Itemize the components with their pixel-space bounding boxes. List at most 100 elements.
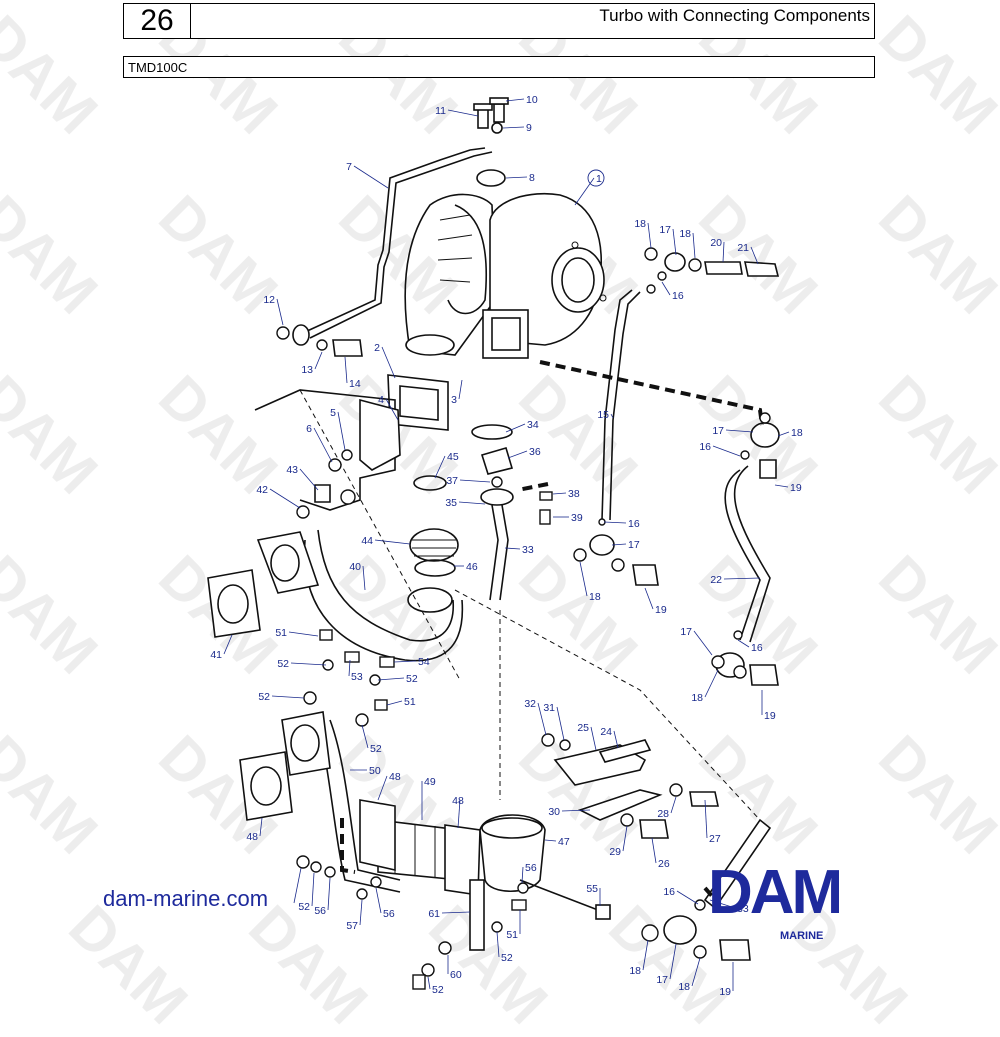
callout-leader-line: [507, 450, 528, 459]
callout-label-39: 39: [571, 512, 583, 524]
callout-label-17: 17: [680, 626, 692, 638]
callout-leader-line: [672, 228, 677, 256]
callout-leader-line: [290, 662, 327, 666]
callout-leader-line: [670, 796, 677, 814]
callout-label-56: 56: [314, 905, 326, 917]
callout-leader-line: [496, 931, 500, 958]
callout-label-2: 2: [374, 342, 380, 354]
callout-leader-line: [676, 890, 699, 905]
callout-label-5: 5: [330, 407, 336, 419]
callout-label-48: 48: [452, 795, 464, 807]
callout-label-18: 18: [634, 218, 646, 230]
callout-label-38: 38: [568, 488, 580, 500]
callout-label-52: 52: [258, 691, 270, 703]
callout-label-22: 22: [710, 574, 722, 586]
callout-leader-line: [590, 726, 597, 751]
callout-leader-line: [504, 547, 521, 550]
callout-leader-line: [704, 669, 719, 698]
callout-label-56: 56: [525, 862, 537, 874]
callout-leader-line: [381, 346, 396, 379]
callout-leader-line: [669, 943, 677, 980]
callout-leader-line: [288, 631, 319, 637]
callout-label-16: 16: [699, 441, 711, 453]
page-number: 26: [124, 4, 191, 38]
callout-label-13: 13: [301, 364, 313, 376]
callout-label-18: 18: [629, 965, 641, 977]
callout-label-57: 57: [346, 920, 358, 932]
callout-label-18: 18: [691, 692, 703, 704]
callout-leader-line: [337, 411, 346, 451]
callout-label-40: 40: [349, 561, 361, 573]
callout-label-35: 35: [445, 497, 457, 509]
callout-label-6: 6: [306, 423, 312, 435]
callout-label-44: 44: [361, 535, 373, 547]
callout-leader-line: [610, 413, 614, 419]
callout-label-46: 46: [466, 561, 478, 573]
callout-leader-line: [692, 232, 696, 259]
callout-label-49: 49: [424, 776, 436, 788]
callout-label-20: 20: [710, 237, 722, 249]
callout-label-16: 16: [751, 642, 763, 654]
callout-leader-line: [693, 630, 713, 656]
exhaust-elbow-40: [317, 529, 455, 642]
callout-label-16: 16: [628, 518, 640, 530]
callout-label-52: 52: [298, 901, 310, 913]
callout-label-15: 15: [597, 409, 609, 421]
callout-label-8: 8: [529, 172, 535, 184]
callout-label-48: 48: [389, 771, 401, 783]
callout-label-9: 9: [526, 122, 532, 134]
callout-label-21: 21: [737, 242, 749, 254]
callout-leader-line: [458, 501, 486, 505]
callout-leader-line: [386, 700, 403, 706]
callout-label-51: 51: [404, 696, 416, 708]
callout-leader-line: [385, 398, 399, 421]
callout-label-32: 32: [524, 698, 536, 710]
callout-label-28: 28: [657, 808, 669, 820]
callout-label-41: 41: [210, 649, 222, 661]
website-link[interactable]: dam-marine.com: [103, 886, 269, 911]
header-box: 26 Turbo with Connecting Components: [123, 3, 875, 39]
callout-label-16: 16: [672, 290, 684, 302]
callout-label-26: 26: [658, 858, 670, 870]
callout-label-17: 17: [656, 974, 668, 986]
callout-leader-line: [661, 281, 671, 296]
callout-leader-line: [725, 429, 754, 433]
callout-label-34: 34: [527, 419, 539, 431]
callout-leader-line: [344, 356, 348, 384]
callout-leader-line: [505, 176, 528, 179]
callout-label-30: 30: [548, 806, 560, 818]
dam-logo: DAM: [708, 858, 843, 927]
callout-label-36: 36: [529, 446, 541, 458]
callout-label-3: 3: [451, 394, 457, 406]
callout-label-17: 17: [628, 539, 640, 551]
callout-leader-line: [447, 109, 479, 117]
callout-label-14: 14: [349, 378, 361, 390]
callout-leader-line: [458, 379, 463, 400]
callout-leader-line: [613, 730, 619, 749]
callout-label-17: 17: [712, 425, 724, 437]
callout-label-52: 52: [432, 984, 444, 996]
callout-leader-line: [314, 351, 323, 370]
callout-label-51: 51: [506, 929, 518, 941]
callout-label-29: 29: [609, 846, 621, 858]
callout-leader-line: [552, 492, 567, 495]
dam-logo-subtitle: MARINE: [780, 930, 824, 942]
callout-label-7: 7: [346, 161, 352, 173]
callout-label-52: 52: [277, 658, 289, 670]
callout-leader-line: [723, 577, 761, 580]
callout-label-52: 52: [501, 952, 513, 964]
callout-leader-line: [441, 911, 471, 914]
page-title: Turbo with Connecting Components: [599, 6, 870, 25]
callout-label-10: 10: [526, 94, 538, 106]
callout-label-61: 61: [428, 908, 440, 920]
callout-label-24: 24: [600, 726, 612, 738]
callout-label-18: 18: [678, 981, 690, 993]
callout-label-60: 60: [450, 969, 462, 981]
callout-leader-line: [361, 724, 369, 749]
callout-leader-line: [642, 939, 649, 971]
callout-label-53: 53: [351, 671, 363, 683]
callout-leader-line: [774, 484, 789, 488]
callout-leader-line: [313, 427, 333, 463]
callout-label-18: 18: [791, 427, 803, 439]
callout-label-19: 19: [719, 986, 731, 998]
